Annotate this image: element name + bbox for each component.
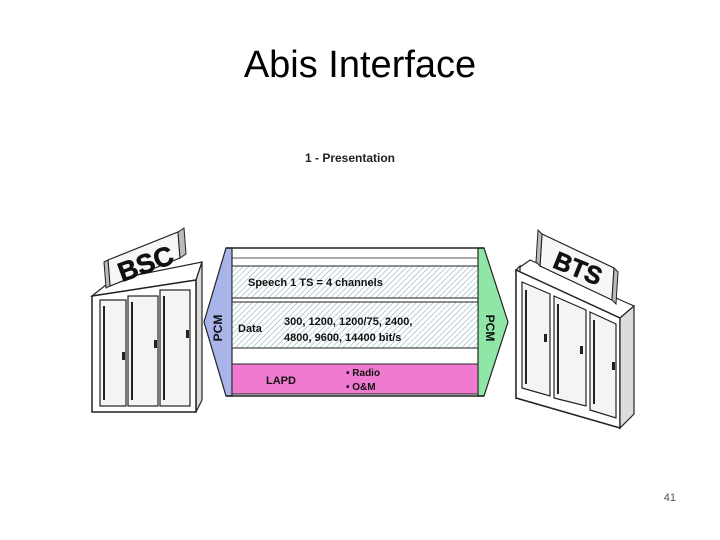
right-pcm-label: PCM — [483, 315, 497, 342]
page-number: 41 — [663, 492, 676, 504]
speech-row-text: Speech 1 TS = 4 channels — [248, 277, 383, 289]
speech-band — [231, 265, 479, 299]
lapd-row-label: LAPD — [266, 375, 296, 387]
bts-cabinet — [514, 259, 636, 430]
slide-title: Abis Interface — [243, 44, 477, 86]
data-rates-line1: 300, 1200, 1200/75, 2400, — [284, 316, 412, 328]
left-pcm-label: PCM — [211, 315, 225, 342]
data-band — [231, 301, 479, 349]
lapd-item-radio: • Radio — [346, 368, 380, 379]
data-rates-line2: 4800, 9600, 14400 bit/s — [284, 332, 401, 344]
data-row-label: Data — [238, 323, 263, 335]
bsc-cabinet — [89, 261, 203, 413]
lapd-band — [231, 363, 479, 395]
lapd-item-om: • O&M — [346, 382, 376, 393]
abis-link — [203, 247, 509, 397]
diagram-subtitle: 1 - Presentation — [305, 151, 395, 165]
